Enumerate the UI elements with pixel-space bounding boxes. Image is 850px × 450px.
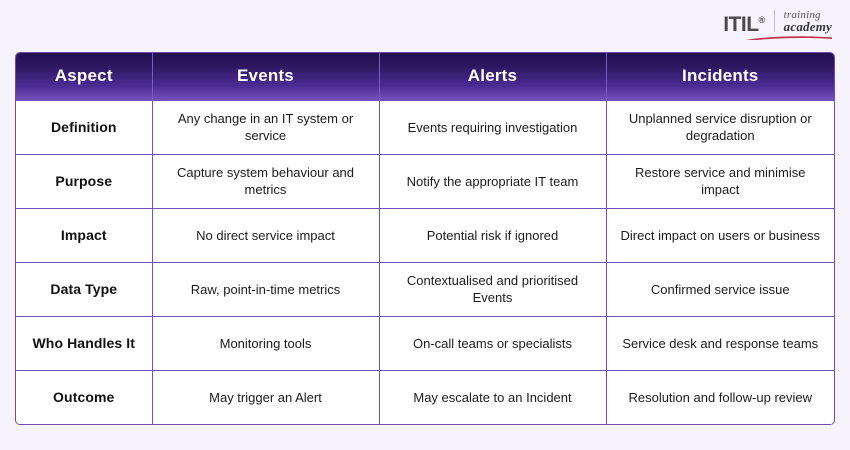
cell-alerts: Contextualised and prioritised Events [378, 261, 607, 317]
brand-subtitle: training academy [783, 9, 832, 34]
column-header-incidents: Incidents [606, 53, 834, 100]
brand-divider [773, 10, 775, 32]
cell-aspect: Outcome [16, 369, 153, 424]
table-row: Data Type Raw, point-in-time metrics Con… [16, 261, 834, 317]
cell-aspect: Who Handles It [16, 315, 153, 371]
table-row: Purpose Capture system behaviour and met… [16, 153, 834, 209]
cell-events: Monitoring tools [151, 315, 380, 371]
table-row: Definition Any change in an IT system or… [16, 99, 834, 155]
brand-itil-wordmark: ITIL® [723, 9, 766, 36]
cell-aspect: Data Type [16, 261, 153, 317]
table-header-row: Aspect Events Alerts Incidents [16, 53, 834, 100]
brand-swoosh-icon [734, 31, 832, 40]
table-body: Definition Any change in an IT system or… [16, 99, 834, 424]
brand-academy-text: academy [783, 19, 832, 34]
cell-events: Any change in an IT system or service [151, 99, 380, 155]
brand-logo: ITIL® training academy [723, 9, 832, 43]
comparison-table-wrapper: Aspect Events Alerts Incidents Definitio… [16, 53, 834, 424]
table-row: Who Handles It Monitoring tools On-call … [16, 315, 834, 371]
cell-incidents: Service desk and response teams [605, 315, 834, 371]
cell-alerts: On-call teams or specialists [378, 315, 607, 371]
cell-events: Capture system behaviour and metrics [151, 153, 380, 209]
column-header-events: Events [152, 53, 380, 100]
cell-events: Raw, point-in-time metrics [151, 261, 380, 317]
table-row: Outcome May trigger an Alert May escalat… [16, 369, 834, 424]
registered-trademark-icon: ® [758, 15, 766, 25]
cell-aspect: Impact [16, 207, 153, 263]
cell-incidents: Confirmed service issue [605, 261, 834, 317]
column-header-aspect: Aspect [16, 53, 153, 100]
cell-alerts: Events requiring investigation [378, 99, 607, 155]
cell-alerts: May escalate to an Incident [378, 369, 607, 424]
cell-aspect: Purpose [16, 153, 153, 209]
table-head: Aspect Events Alerts Incidents [16, 53, 834, 100]
cell-alerts: Notify the appropriate IT team [378, 153, 607, 209]
cell-incidents: Unplanned service disruption or degradat… [605, 99, 834, 155]
cell-events: May trigger an Alert [151, 369, 380, 424]
cell-alerts: Potential risk if ignored [378, 207, 607, 263]
brand-training-text: training [783, 9, 821, 21]
cell-incidents: Restore service and minimise impact [605, 153, 834, 209]
table-row: Impact No direct service impact Potentia… [16, 207, 834, 263]
cell-aspect: Definition [16, 99, 153, 155]
cell-events: No direct service impact [151, 207, 380, 263]
cell-incidents: Resolution and follow-up review [605, 369, 834, 424]
comparison-table: Aspect Events Alerts Incidents Definitio… [16, 53, 834, 424]
cell-incidents: Direct impact on users or business [605, 207, 834, 263]
column-header-alerts: Alerts [379, 53, 607, 100]
brand-itil-text: ITIL [723, 13, 759, 36]
